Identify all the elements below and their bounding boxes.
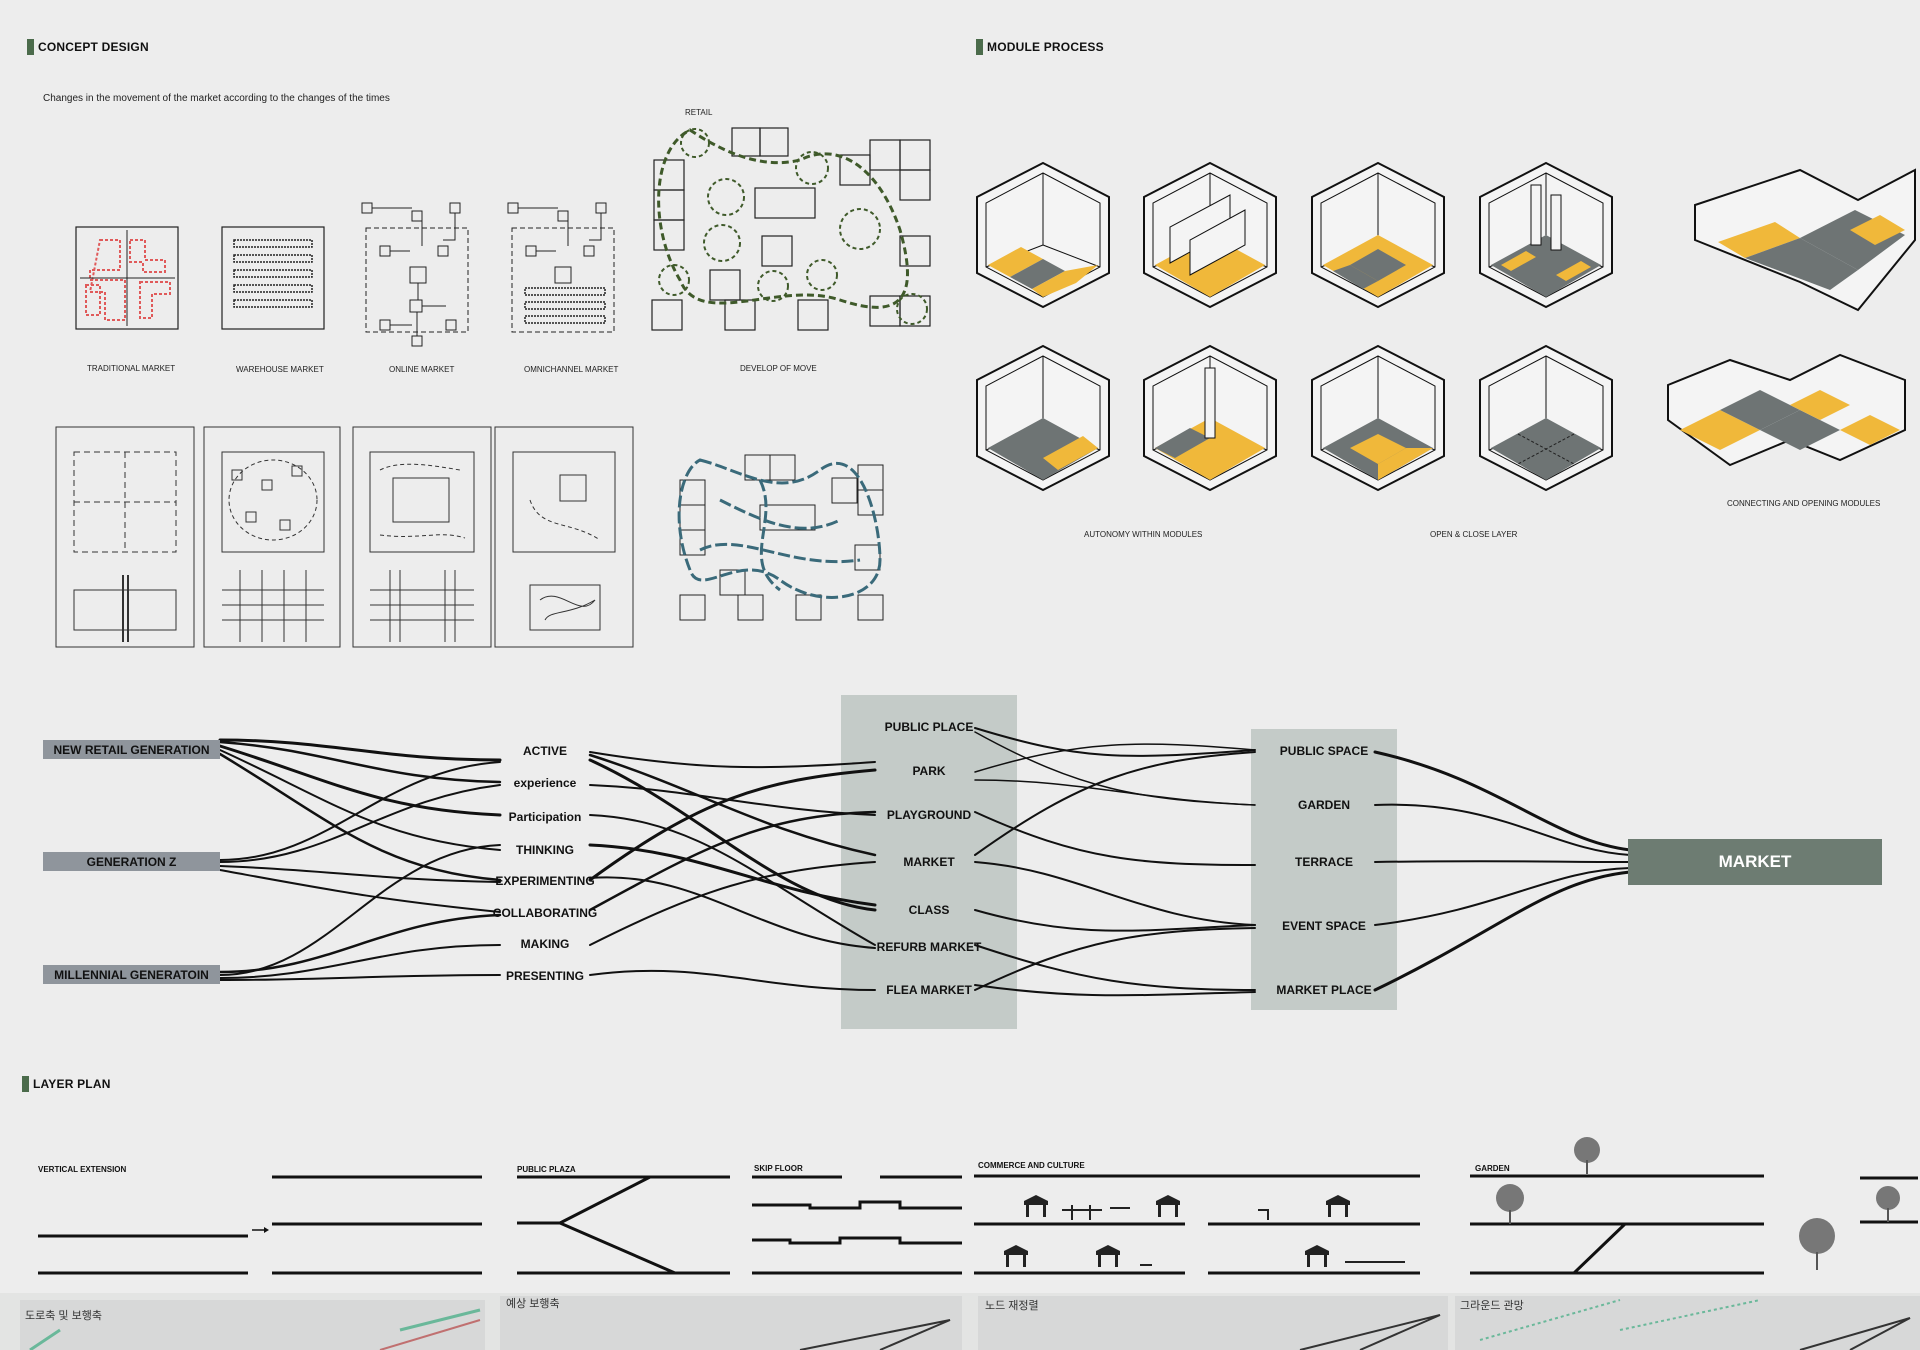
bottom-label-4: 그라운드 관망 (1460, 1300, 1524, 1312)
warehouse-market-diagram (221, 226, 325, 330)
connected-module-top (1694, 168, 1916, 312)
keyword-active: ACTIVE (522, 744, 568, 758)
label-develop-of-move: DEVELOP OF MOVE (740, 364, 817, 373)
space-event-space: EVENT SPACE (1282, 919, 1366, 933)
hex-module-6 (1143, 345, 1277, 491)
layer-label-skip-floor: SKIP FLOOR (754, 1164, 803, 1173)
hex-module-7 (1311, 345, 1445, 491)
hex-module-2 (1143, 162, 1277, 308)
generation-z: GENERATION Z (43, 852, 220, 871)
label-connecting: CONNECTING AND OPENING MODULES (1727, 499, 1881, 508)
market-target: MARKET (1628, 839, 1882, 885)
keyword-thinking: THINKING (516, 843, 574, 857)
section-title: LAYER PLAN (33, 1077, 111, 1091)
section-header-concept: CONCEPT DESIGN (27, 39, 149, 55)
bottom-label-2: 예상 보행축 (506, 1298, 560, 1310)
concept-subtitle: Changes in the movement of the market ac… (43, 93, 390, 104)
generation-millennial: MILLENNIAL GENERATOIN (43, 965, 220, 984)
section-header-module: MODULE PROCESS (976, 39, 1104, 55)
place-flea-market: FLEA MARKET (886, 983, 972, 997)
keyword-experimenting: EXPERIMENTING (495, 874, 595, 888)
keyword-collaborating: COLLABORATING (492, 906, 598, 920)
bottom-label-3: 노드 재정렬 (985, 1300, 1039, 1312)
traditional-market-diagram (75, 226, 179, 330)
hex-module-4 (1479, 162, 1613, 308)
label-online-market: ONLINE MARKET (389, 365, 455, 374)
section-header-layer: LAYER PLAN (22, 1076, 111, 1092)
label-open-close: OPEN & CLOSE LAYER (1430, 530, 1518, 539)
section-marker-icon (22, 1076, 29, 1092)
space-public-space: PUBLIC SPACE (1279, 744, 1369, 758)
generation-new-retail: NEW RETAIL GENERATION (43, 740, 220, 759)
section-marker-icon (27, 39, 34, 55)
spaces-panel (1251, 729, 1397, 1010)
hex-module-5 (976, 345, 1110, 491)
bottom-map-strip (0, 1293, 1920, 1350)
omnichannel-market-diagram (507, 202, 615, 333)
layer-label-vertical: VERTICAL EXTENSION (38, 1165, 127, 1174)
blue-path-diagram (677, 454, 884, 621)
space-garden: GARDEN (1297, 798, 1351, 812)
hex-module-3 (1311, 162, 1445, 308)
section-title: CONCEPT DESIGN (38, 40, 149, 54)
place-playground: PLAYGROUND (886, 808, 972, 822)
section-title: MODULE PROCESS (987, 40, 1104, 54)
bottom-label-1: 도로축 및 보행축 (25, 1310, 102, 1322)
place-class: CLASS (908, 903, 950, 917)
section-marker-icon (976, 39, 983, 55)
stall-icons (1004, 1195, 1405, 1267)
label-autonomy: AUTONOMY WITHIN MODULES (1084, 530, 1203, 539)
keyword-experience: experience (513, 776, 577, 790)
keyword-presenting: PRESENTING (505, 969, 585, 983)
layer-label-commerce: COMMERCE AND CULTURE (978, 1161, 1085, 1170)
tree-icons (1496, 1137, 1900, 1270)
keyword-participation: Participation (508, 810, 582, 824)
place-market: MARKET (903, 855, 955, 869)
layer-label-garden: GARDEN (1475, 1164, 1510, 1173)
connected-module-bottom (1667, 353, 1906, 467)
hex-module-1 (976, 162, 1110, 308)
space-market-place: MARKET PLACE (1276, 983, 1372, 997)
label-retail: RETAIL (685, 108, 713, 117)
label-traditional-market: TRADITIONAL MARKET (87, 364, 176, 373)
concept-plan-boxes (55, 426, 634, 648)
label-omnichannel-market: OMNICHANNEL MARKET (524, 365, 619, 374)
layer-label-public-plaza: PUBLIC PLAZA (517, 1165, 576, 1174)
label-warehouse-market: WAREHOUSE MARKET (236, 365, 324, 374)
space-terrace: TERRACE (1294, 855, 1354, 869)
place-refurb-market: REFURB MARKET (876, 940, 982, 954)
develop-of-move-diagram (651, 127, 931, 331)
place-park: PARK (912, 764, 946, 778)
hex-module-8 (1479, 345, 1613, 491)
online-market-diagram (361, 202, 469, 347)
keyword-making: MAKING (520, 937, 570, 951)
place-public-place: PUBLIC PLACE (884, 720, 974, 734)
